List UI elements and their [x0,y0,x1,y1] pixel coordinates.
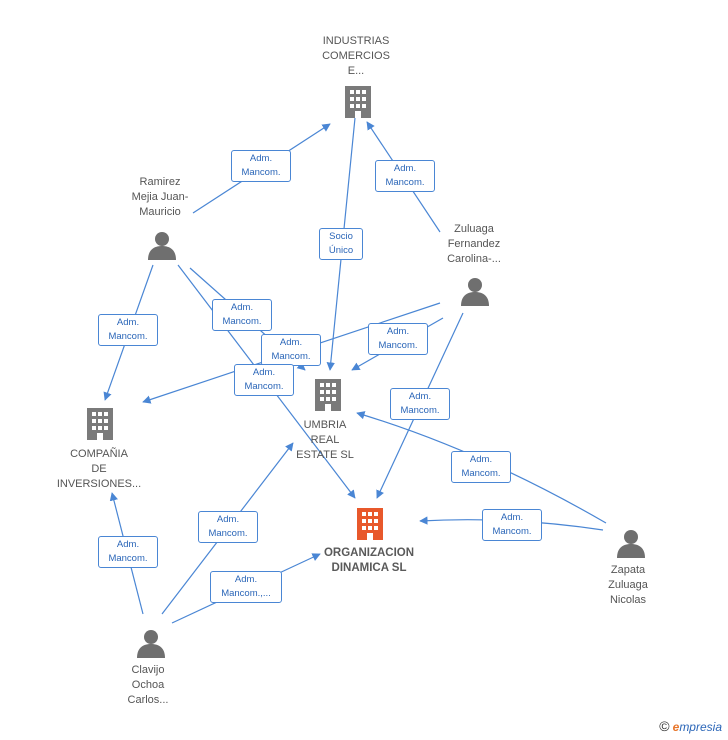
brand-name: mpresia [679,720,722,734]
person-icon[interactable] [136,628,166,658]
edge-label-industrias-umbria[interactable]: Socio Único [319,228,363,260]
empresia-brand[interactable]: ©empresia [659,718,722,734]
edge-label-zapata-organizacion[interactable]: Adm. Mancom. [482,509,542,541]
edge-label-ramirez-compania[interactable]: Adm. Mancom. [98,314,158,346]
brand-e: e [672,720,680,734]
company-building-icon-highlighted[interactable] [354,506,386,542]
node-label-ramirez[interactable]: Ramirez Mejia Juan- Mauricio [131,176,189,218]
node-label-clavijo[interactable]: Clavijo Ochoa Carlos... [127,664,169,706]
node-label-umbria[interactable]: UMBRIA REAL ESTATE SL [296,419,354,461]
edge-label-clavijo-organizacion[interactable]: Adm. Mancom.,... [210,571,282,603]
edge-label-clavijo-umbria[interactable]: Adm. Mancom. [198,511,258,543]
person-icon[interactable] [147,230,177,260]
person-icon[interactable] [616,528,646,558]
company-building-icon[interactable] [84,406,116,442]
node-label-industrias[interactable]: INDUSTRIAS COMERCIOS E... [322,35,390,77]
node-label-compania[interactable]: COMPAÑIA DE INVERSIONES... [56,448,142,490]
node-label-zapata[interactable]: Zapata Zuluaga Nicolas [608,564,648,606]
node-label-zuluaga-fernandez[interactable]: Zuluaga Fernandez Carolina-... [447,223,501,265]
edge-label-zapata-umbria[interactable]: Adm. Mancom. [451,451,511,483]
person-icon[interactable] [460,276,490,306]
edge-label-clavijo-compania[interactable]: Adm. Mancom. [98,536,158,568]
edge-label-ramirez-industrias[interactable]: Adm. Mancom. [231,150,291,182]
company-building-icon[interactable] [312,377,344,413]
company-building-icon[interactable] [342,84,374,120]
edge-label-zuluaga-industrias[interactable]: Adm. Mancom. [375,160,435,192]
edge-label-zuluaga-umbria[interactable]: Adm. Mancom. [368,323,428,355]
edge-label-ramirez-organizacion[interactable]: Adm. Mancom. [212,299,272,331]
edge-label-ramirez-umbria[interactable]: Adm. Mancom. [261,334,321,366]
edge-label-zuluaga-organizacion[interactable]: Adm. Mancom. [390,388,450,420]
edge-label-zuluaga-compania[interactable]: Adm. Mancom. [234,364,294,396]
copyright-symbol: © [659,718,670,734]
node-label-organizacion[interactable]: ORGANIZACION DINAMICA SL [323,547,415,574]
